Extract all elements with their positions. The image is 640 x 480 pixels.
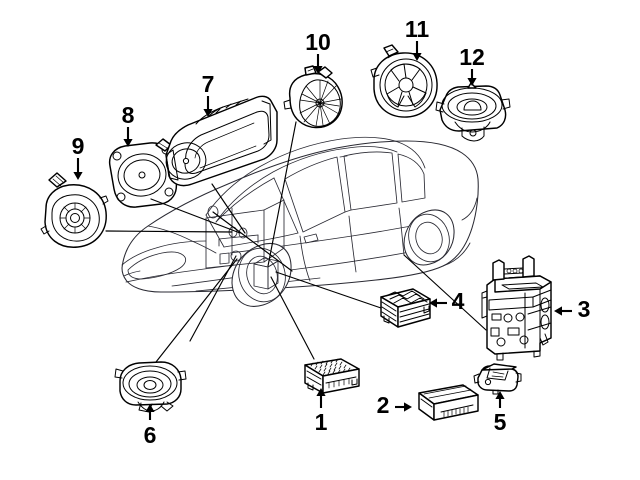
part-3-radio-mounting-bracket — [481, 255, 552, 361]
callout-4: 4 — [429, 288, 465, 314]
callout-arrow-head-7 — [203, 109, 213, 117]
callout-5: 5 — [494, 391, 507, 435]
leader-lines — [105, 121, 487, 363]
callout-arrow-head-10 — [313, 66, 323, 74]
callout-arrow-head-12 — [467, 78, 477, 86]
callout-arrow-head-11 — [412, 53, 422, 61]
part-4-finned-amplifier — [380, 288, 431, 328]
callout-label-11: 11 — [405, 16, 430, 42]
callout-label-12: 12 — [459, 44, 485, 70]
callout-3: 3 — [554, 296, 590, 322]
callout-arrow-head-5 — [495, 391, 505, 399]
callout-label-6: 6 — [144, 422, 157, 448]
part-8-oval-speaker-bracket — [108, 138, 178, 208]
part-7-door-trim-speaker-assembly — [165, 95, 278, 187]
callout-11: 11 — [405, 16, 430, 61]
part-6-door-speaker-round — [114, 361, 187, 413]
callout-2: 2 — [377, 392, 412, 418]
callout-arrow-head-2 — [404, 402, 412, 412]
callout-label-1: 1 — [315, 409, 328, 435]
part-10-radial-grille-speaker — [283, 65, 343, 129]
callout-arrow-head-6 — [145, 404, 155, 412]
callout-arrow-head-8 — [123, 139, 133, 147]
callout-label-3: 3 — [578, 296, 591, 322]
callout-8: 8 — [122, 102, 135, 147]
callout-arrow-head-3 — [554, 306, 562, 316]
part-5-antenna-amplifier-module — [473, 363, 522, 395]
callout-label-2: 2 — [377, 392, 390, 418]
part-1-amplifier-module — [304, 358, 360, 394]
callout-label-4: 4 — [452, 288, 465, 314]
callout-1: 1 — [315, 388, 328, 435]
callout-9: 9 — [72, 133, 85, 180]
callout-12: 12 — [459, 44, 485, 86]
callout-10: 10 — [305, 29, 331, 74]
part-2-cd-changer-unit — [418, 384, 479, 421]
callout-label-5: 5 — [494, 409, 507, 435]
callout-label-7: 7 — [202, 71, 215, 97]
callout-label-8: 8 — [122, 102, 135, 128]
callout-arrow-head-9 — [73, 172, 83, 180]
part-11-spoked-cone-speaker — [370, 44, 438, 118]
part-12-square-frame-speaker — [435, 82, 511, 142]
callout-arrow-head-1 — [316, 388, 326, 396]
callout-7: 7 — [202, 71, 215, 117]
callout-6: 6 — [144, 404, 157, 448]
callout-label-9: 9 — [72, 133, 85, 159]
vehicle-outline — [121, 136, 479, 307]
callout-arrow-head-4 — [429, 298, 437, 308]
part-9-round-speaker-housed — [40, 172, 109, 248]
callout-label-10: 10 — [305, 29, 331, 55]
